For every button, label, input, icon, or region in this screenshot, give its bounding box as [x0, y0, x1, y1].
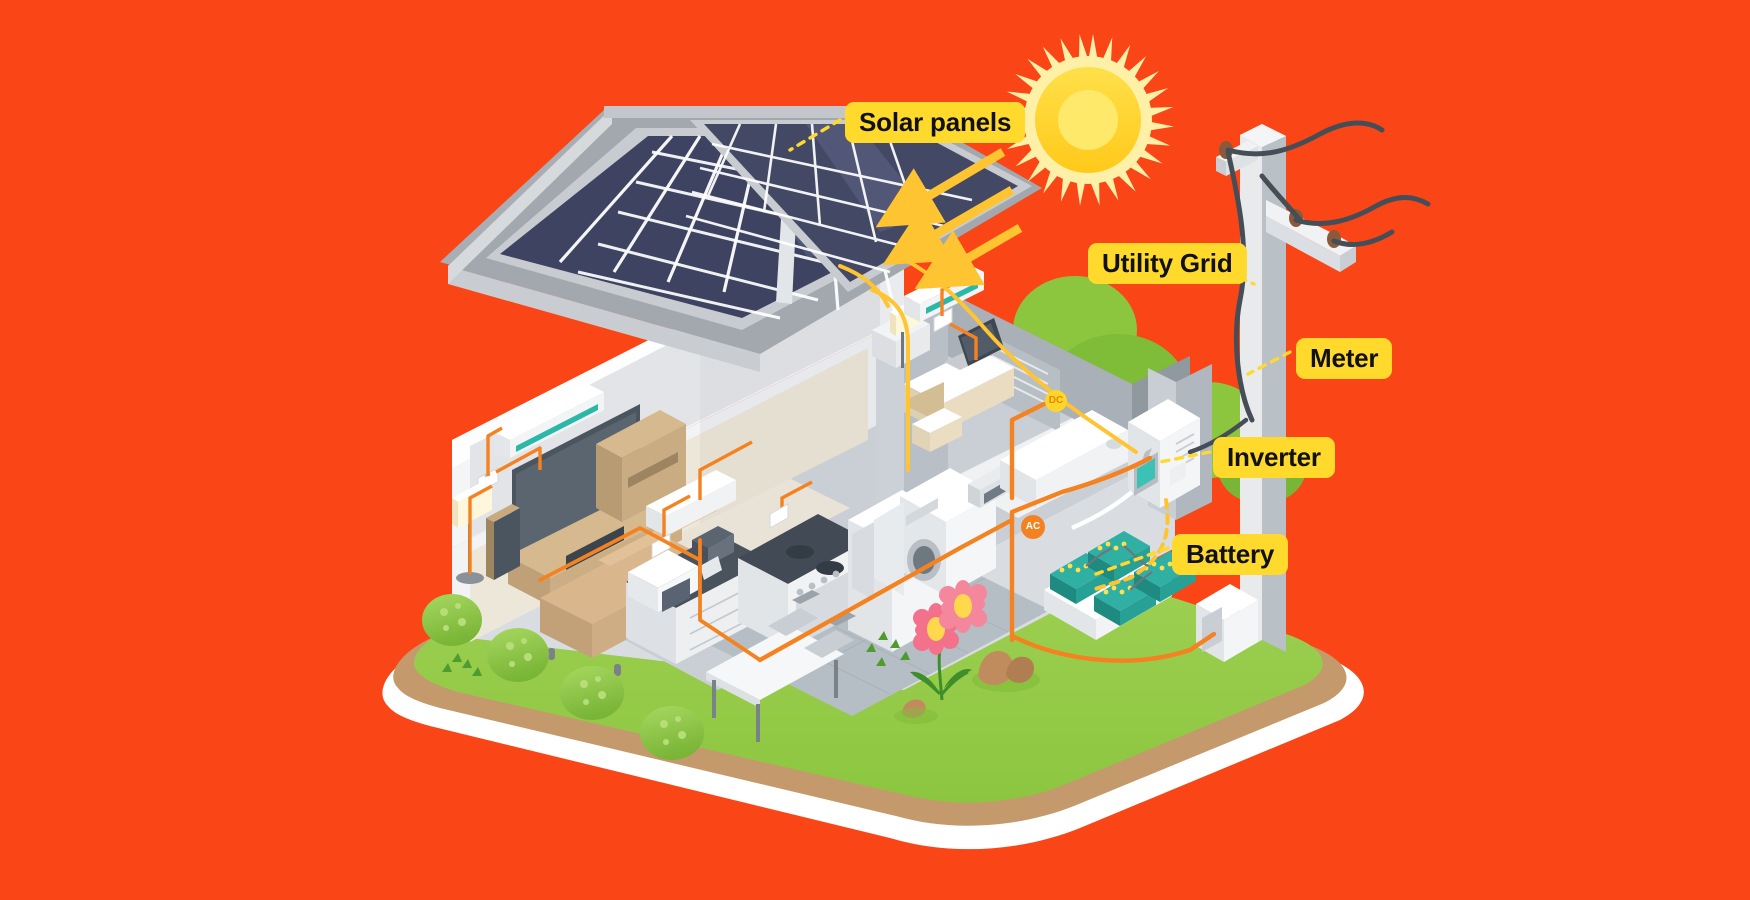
ac-wire-trunk — [1009, 455, 1153, 643]
speaker-tower — [486, 504, 520, 580]
wall-socket-stove — [769, 503, 789, 529]
dining-table — [706, 626, 844, 742]
bush — [640, 706, 704, 760]
ac-wire-to-meter — [1009, 631, 1217, 663]
water-heater — [1000, 410, 1128, 508]
label-battery[interactable]: Battery — [1172, 534, 1289, 575]
sunlight-arrows — [875, 148, 1023, 290]
label-solar-panels[interactable]: Solar panels — [845, 102, 1026, 143]
bush — [560, 666, 624, 720]
inverter[interactable] — [1071, 399, 1200, 531]
leader-battery — [1094, 546, 1170, 576]
utility-pole[interactable] — [1187, 0, 1431, 662]
ac-wire-upper — [1009, 401, 1047, 501]
grass-tufts — [442, 631, 910, 676]
dining-chairs — [768, 590, 856, 658]
sun-core — [1058, 90, 1118, 150]
power-lines — [1225, 120, 1431, 423]
air-conditioner-living — [494, 384, 604, 460]
shelf-unit — [596, 410, 686, 522]
yard-decor — [422, 580, 1040, 760]
wall-socket-bedroom — [933, 307, 953, 333]
leader-inverter — [1158, 450, 1212, 464]
stool — [912, 408, 962, 452]
solar-panel-array-secondary[interactable] — [685, 120, 1032, 292]
dc-wire-battery — [1090, 498, 1170, 592]
ac-branch-living — [538, 526, 702, 582]
flowers — [910, 580, 987, 701]
bush — [422, 594, 482, 646]
living-room-wiring — [468, 426, 542, 574]
sun — [1002, 34, 1174, 206]
ac-branch-kitchen — [698, 538, 762, 662]
label-inverter[interactable]: Inverter — [1213, 437, 1335, 478]
rocks — [894, 651, 1040, 724]
ac-wire-distribution — [757, 517, 1015, 663]
meter-box[interactable] — [1196, 0, 1258, 662]
range-hood — [646, 470, 736, 536]
microwave — [628, 550, 698, 612]
flower — [939, 580, 987, 633]
bush — [487, 628, 549, 682]
leader-solar-panels — [788, 118, 842, 152]
dc-wire-array-link — [838, 264, 890, 308]
leader-meter — [1246, 350, 1292, 376]
badge-dc: DC — [1045, 390, 1067, 412]
label-utility-grid[interactable]: Utility Grid — [1088, 243, 1247, 284]
utility-cabinet — [852, 502, 904, 600]
badge-ac: AC — [1021, 515, 1045, 539]
label-meter[interactable]: Meter — [1296, 338, 1393, 379]
living-room — [452, 384, 718, 676]
